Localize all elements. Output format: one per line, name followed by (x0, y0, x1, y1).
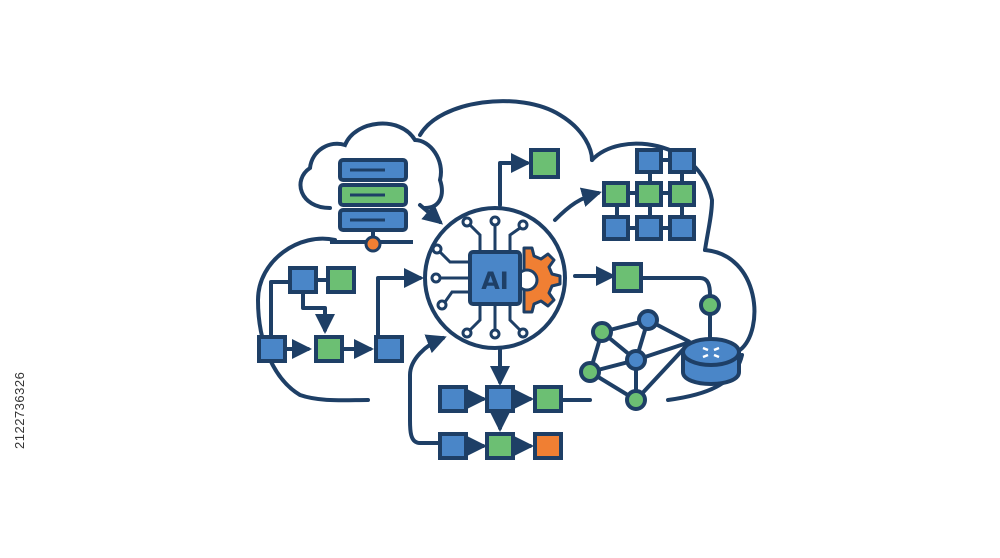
bottom-workflow (438, 385, 563, 460)
cloud-outline-icon (255, 99, 757, 403)
node-right-green (612, 262, 643, 293)
ai-chip-body (468, 250, 522, 306)
workflow-box (438, 385, 468, 413)
workflow-box (485, 432, 515, 460)
workflow-box (438, 432, 468, 460)
workflow-box (257, 335, 287, 363)
stock-image-id: 2122736326 (12, 371, 27, 449)
workflow-box (533, 385, 563, 413)
router-icon (681, 337, 741, 386)
server-stack-icon (298, 121, 444, 253)
gear-icon (515, 246, 562, 314)
workflow-box (485, 385, 515, 413)
data-grid-icon (602, 148, 696, 241)
node-top-green (529, 148, 560, 179)
network-graph-icon (579, 294, 721, 411)
ai-chip-icon: AI (423, 206, 567, 350)
workflow-box (374, 335, 404, 363)
left-workflow (257, 266, 404, 363)
ai-chip-label: AI (481, 267, 509, 295)
workflow-box (314, 335, 344, 363)
workflow-box (288, 266, 318, 294)
workflow-box-orange (533, 432, 563, 460)
workflow-box (326, 266, 356, 294)
connector-lines (269, 153, 712, 456)
